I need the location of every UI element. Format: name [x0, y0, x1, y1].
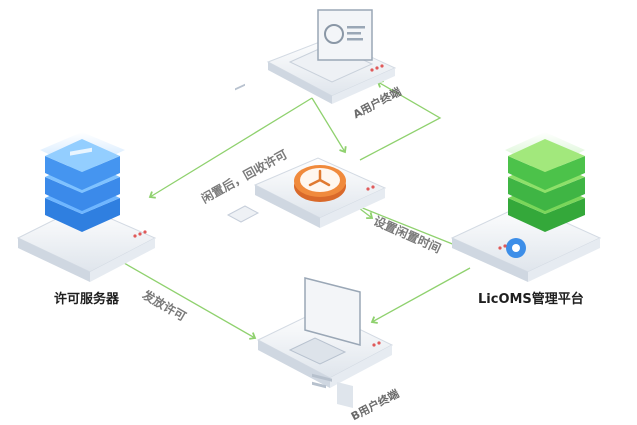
clock-node-icon [253, 157, 387, 228]
line-platform-to-terminal-b [370, 267, 471, 324]
connector-lines [109, 80, 471, 340]
line-terminal-a-to-server [148, 97, 313, 199]
document-icon [226, 83, 260, 223]
platform-label: LicOMS管理平台 [478, 292, 584, 307]
line-server-to-terminal-b [109, 254, 257, 340]
platform-server-icon [450, 132, 602, 282]
line-clock-to-terminal-a [359, 80, 442, 161]
license-server-icon [16, 132, 157, 282]
license-server-label: 许可服务器 [54, 292, 120, 307]
line-terminal-a-to-clock [311, 97, 347, 154]
laptop-a-icon [266, 9, 397, 104]
desktop-b-icon [256, 277, 394, 409]
